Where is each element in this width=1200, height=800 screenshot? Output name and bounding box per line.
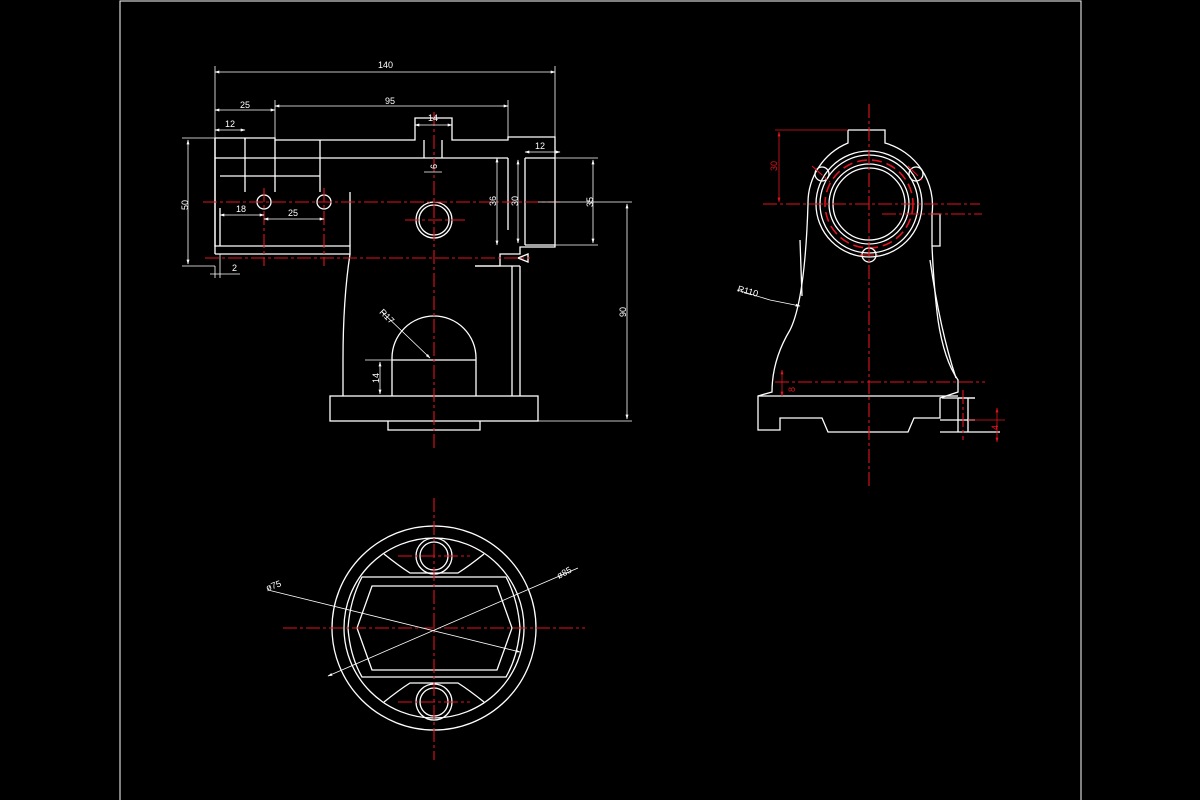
- dim-right-step: 12: [535, 141, 545, 151]
- dim-span: 95: [385, 96, 395, 106]
- dim-inner-dia: ø75: [265, 578, 283, 593]
- dim-hole-spacing-a: 18: [236, 204, 246, 214]
- dim-hole-spacing-b: 25: [288, 208, 298, 218]
- dim-base-step: 8: [787, 387, 797, 392]
- dim-left-step: 12: [225, 119, 235, 129]
- dim-top-height: 30: [769, 161, 779, 171]
- dim-slot-depth: 6: [429, 164, 439, 169]
- side-view: 30 8 4 R110: [737, 104, 1005, 488]
- dim-base-thickness: 4: [990, 425, 1000, 430]
- dim-body-radius: R110: [737, 284, 760, 299]
- dim-total-height: 90: [618, 307, 628, 317]
- dim-height-50: 50: [180, 200, 190, 210]
- front-view: 140 25 95 12 14 12 50 36 30 35 18 25 2: [180, 60, 632, 448]
- dim-arch-height: 14: [371, 373, 381, 383]
- dim-height-36: 36: [488, 196, 498, 206]
- dim-overall-width: 140: [378, 60, 393, 70]
- sheet-border: [119, 0, 1082, 800]
- dim-small-offset: 2: [232, 263, 237, 273]
- dim-outer-dia: ø85: [555, 565, 573, 581]
- dim-slot-width: 14: [428, 113, 438, 123]
- dim-height-30: 30: [510, 196, 520, 206]
- bottom-view: ø75 ø85: [265, 498, 585, 760]
- dim-left-offset: 25: [240, 100, 250, 110]
